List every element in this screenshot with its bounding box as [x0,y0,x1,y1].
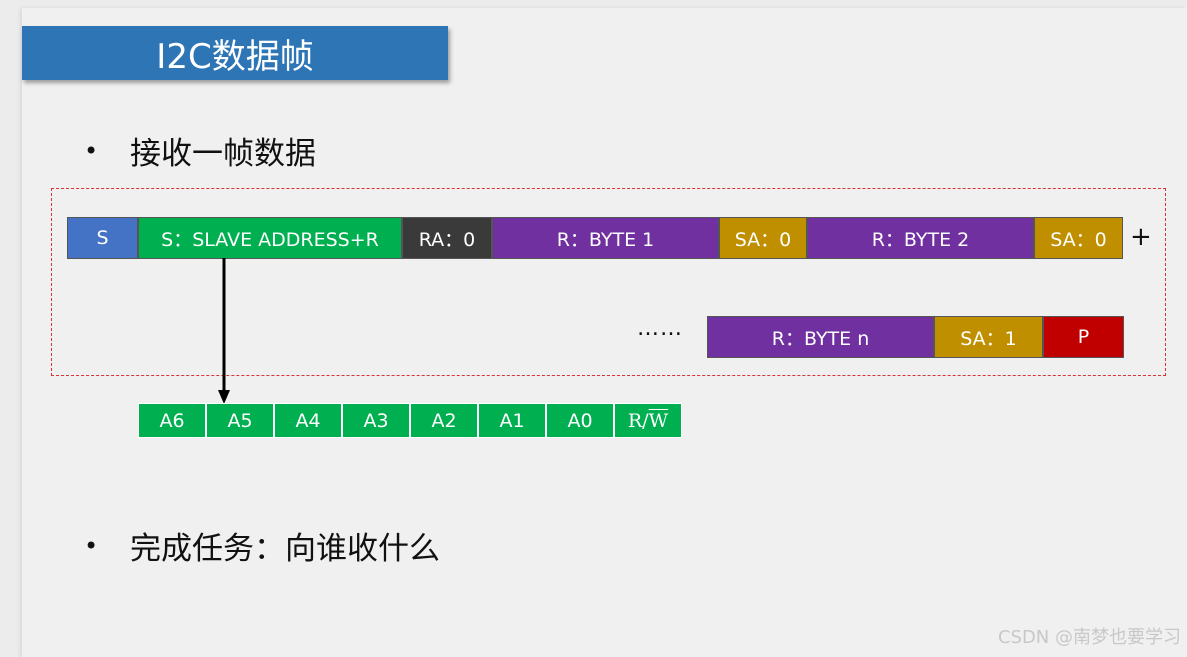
frame-field: SA：1 [934,316,1043,358]
frame-field: SA：0 [1034,217,1123,259]
address-bit: A0 [546,403,614,438]
bullet-item: • 完成任务：向谁收什么 [84,523,440,568]
address-bit: A3 [342,403,410,438]
bullet-text: 接收一帧数据 [130,136,316,172]
frame-field: S [67,217,138,259]
rw-bit-r: R/ [627,409,649,432]
plus-sign: + [1130,222,1152,252]
frame-field: R：BYTE 1 [492,217,719,259]
address-bit: A5 [206,403,274,438]
frame-dashed-box [51,188,1166,376]
address-bit: A4 [274,403,342,438]
frame-field: RA：0 [402,217,492,259]
title-bar: I2C数据帧 [22,26,448,80]
frame-field: R：BYTE n [707,316,934,358]
address-bits-row: A6 A5 A4 A3 A2 A1 A0 R/W [138,403,682,438]
rw-bit-w: W [648,409,669,432]
bullet-dot: • [84,136,99,165]
watermark: CSDN @南梦也要学习 [997,627,1181,648]
frame-field: S：SLAVE ADDRESS+R [138,217,402,259]
ellipsis: …… [637,316,683,341]
frame-field: P [1043,316,1124,358]
bullet-item: • 接收一帧数据 [84,128,316,173]
address-bit: A2 [410,403,478,438]
down-arrow-icon [218,258,230,404]
address-bit: A6 [138,403,206,438]
frame-field: SA：0 [719,217,807,259]
address-bit: A1 [478,403,546,438]
frame-field: R：BYTE 2 [807,217,1034,259]
bullet-text: 完成任务：向谁收什么 [130,531,440,567]
bullet-dot: • [84,531,99,560]
slide-title: I2C数据帧 [156,36,314,77]
rw-bit: R/W [614,403,682,438]
